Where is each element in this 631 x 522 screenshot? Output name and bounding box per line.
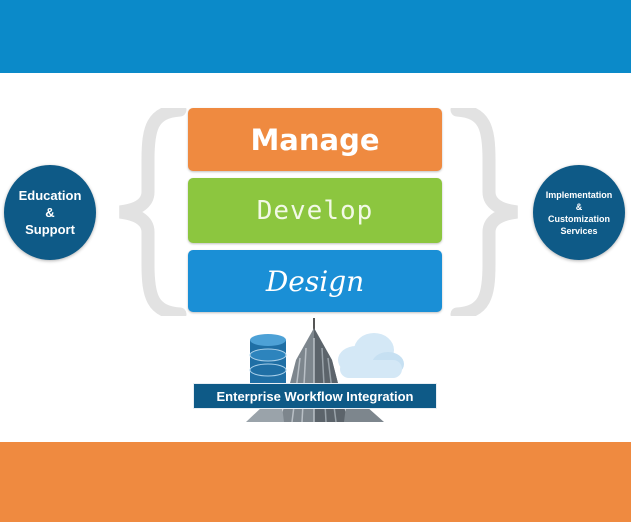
- implementation-line-3: Customization: [547, 213, 610, 224]
- develop-label: Develop: [256, 195, 374, 226]
- top-band: [0, 0, 631, 73]
- implementation-services-circle: Implementation & Customization Services: [533, 165, 625, 260]
- design-label: Design: [265, 264, 365, 298]
- manage-layer: Manage: [188, 108, 442, 171]
- bottom-band: [0, 442, 631, 522]
- right-brace-icon: [450, 108, 518, 316]
- cloud-icon: [338, 333, 404, 378]
- education-line-1: Education: [18, 188, 82, 203]
- develop-layer: Develop: [188, 178, 442, 243]
- manage-label: Manage: [250, 122, 380, 157]
- education-line-3: Support: [25, 222, 75, 237]
- implementation-line-4: Services: [560, 225, 598, 236]
- implementation-line-1: Implementation: [545, 189, 613, 200]
- left-brace-icon: [119, 108, 187, 316]
- education-support-circle: Education & Support: [4, 165, 96, 260]
- design-layer: Design: [188, 250, 442, 312]
- implementation-line-2: &: [575, 201, 583, 212]
- education-line-2: &: [45, 205, 55, 220]
- integration-label: Enterprise Workflow Integration: [193, 383, 437, 409]
- integration-label-text: Enterprise Workflow Integration: [216, 388, 414, 404]
